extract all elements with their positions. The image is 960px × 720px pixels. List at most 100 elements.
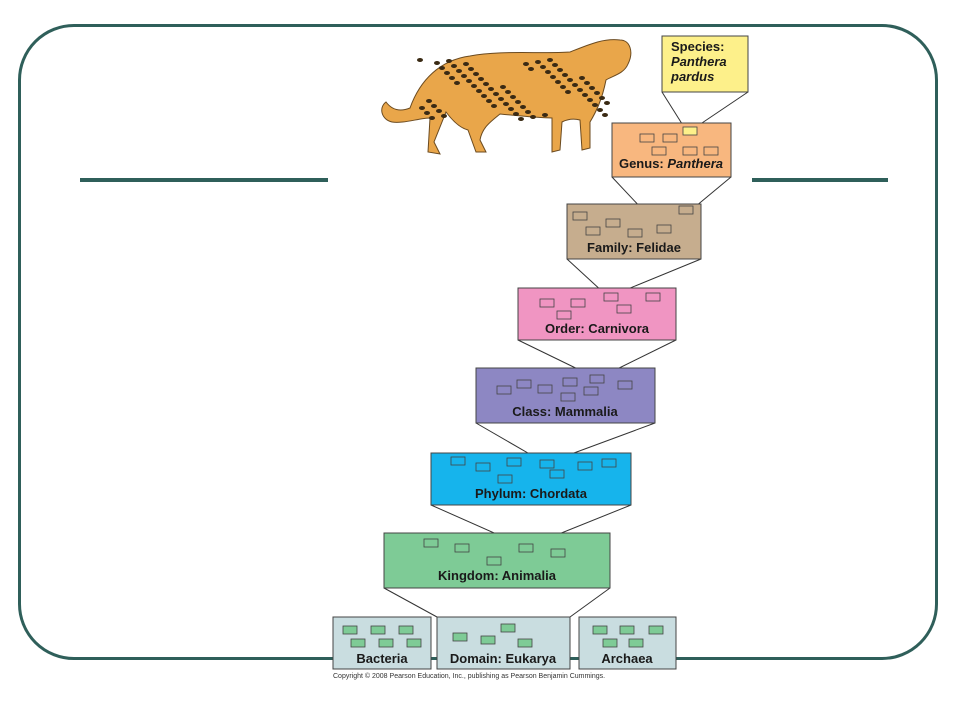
- leopard-spot: [493, 92, 499, 96]
- leopard-spot: [486, 99, 492, 103]
- leopard-spot: [444, 71, 450, 75]
- leopard-spot: [463, 62, 469, 66]
- class-label: Class: Mammalia: [512, 404, 618, 419]
- leopard-spot: [560, 85, 566, 89]
- leopard-spot: [565, 90, 571, 94]
- member-square: [518, 543, 534, 553]
- member-square: [497, 474, 513, 484]
- member-square: [583, 386, 599, 396]
- kingdom-label: Kingdom: Animalia: [438, 568, 557, 583]
- leopard-spot: [468, 67, 474, 71]
- member-square: [682, 126, 698, 136]
- leopard-spot: [488, 87, 494, 91]
- species-name-line2: pardus: [670, 69, 714, 84]
- archaea-label: Archaea: [601, 651, 653, 666]
- member-square: [506, 457, 522, 467]
- member-square: [570, 298, 586, 308]
- leopard-spot: [555, 80, 561, 84]
- member-square: [577, 461, 593, 471]
- member-square: [517, 638, 533, 648]
- member-square: [656, 224, 672, 234]
- left-rule: [80, 178, 328, 182]
- leopard-spot: [436, 109, 442, 113]
- leopard-spot: [471, 84, 477, 88]
- leopard-spot: [426, 99, 432, 103]
- leopard-spot: [599, 96, 605, 100]
- leopard-spot: [530, 115, 536, 119]
- leopard-spot: [446, 59, 452, 63]
- leopard-spot: [597, 108, 603, 112]
- member-square: [342, 625, 358, 635]
- member-square: [550, 548, 566, 558]
- leopard-spot: [481, 94, 487, 98]
- member-square: [450, 456, 466, 466]
- leopard-spot: [424, 111, 430, 115]
- leopard-spot: [520, 105, 526, 109]
- member-square: [662, 133, 678, 143]
- member-square: [423, 538, 439, 548]
- leopard-spot: [508, 107, 514, 111]
- member-square: [406, 638, 422, 648]
- leopard-spot: [439, 66, 445, 70]
- leopard-spot: [584, 81, 590, 85]
- leopard-spot: [466, 79, 472, 83]
- leopard-spot: [552, 63, 558, 67]
- leopard-spot: [582, 93, 588, 97]
- member-square: [454, 543, 470, 553]
- leopard-spot: [491, 104, 497, 108]
- leopard-spot: [483, 82, 489, 86]
- leopard-spot: [505, 90, 511, 94]
- leopard-spot: [587, 98, 593, 102]
- leopard-spot: [476, 89, 482, 93]
- leopard-spot: [523, 62, 529, 66]
- member-square: [619, 625, 635, 635]
- member-square: [350, 638, 366, 648]
- leopard-spot: [434, 61, 440, 65]
- member-square: [452, 632, 468, 642]
- leopard-spot: [547, 58, 553, 62]
- family-label: Family: Felidae: [587, 240, 681, 255]
- genus-prefix: Genus:: [619, 156, 667, 171]
- rank-labels: Species: Panthera pardus Genus: Panthera…: [356, 39, 726, 666]
- leopard-spot: [550, 75, 556, 79]
- leopard-spot: [592, 103, 598, 107]
- leopard-illustration: [381, 39, 632, 155]
- member-square: [592, 625, 608, 635]
- member-square: [516, 379, 532, 389]
- member-square: [645, 292, 661, 302]
- member-square: [556, 310, 572, 320]
- leopard-spot: [579, 76, 585, 80]
- member-square: [378, 638, 394, 648]
- order-label: Order: Carnivora: [545, 321, 650, 336]
- member-square: [475, 462, 491, 472]
- member-square: [500, 623, 516, 633]
- right-rule: [752, 178, 888, 182]
- leopard-spot: [518, 117, 524, 121]
- leopard-spot: [562, 73, 568, 77]
- member-square: [602, 638, 618, 648]
- member-square: [616, 304, 632, 314]
- member-square: [648, 625, 664, 635]
- member-square: [605, 218, 621, 228]
- leopard-spot: [567, 78, 573, 82]
- member-square: [603, 292, 619, 302]
- member-square: [703, 146, 719, 156]
- member-square: [480, 635, 496, 645]
- member-square: [628, 638, 644, 648]
- leopard-spot: [535, 60, 541, 64]
- phylum-label: Phylum: Chordata: [475, 486, 588, 501]
- eukarya-label: Domain: Eukarya: [450, 651, 557, 666]
- member-square: [627, 228, 643, 238]
- member-square: [537, 384, 553, 394]
- leopard-spot: [500, 85, 506, 89]
- member-square: [601, 458, 617, 468]
- leopard-spot: [557, 68, 563, 72]
- leopard-spot: [441, 114, 447, 118]
- member-square: [549, 469, 565, 479]
- member-square: [651, 146, 667, 156]
- member-square: [682, 146, 698, 156]
- leopard-spot: [513, 112, 519, 116]
- member-square: [370, 625, 386, 635]
- leopard-spot: [451, 64, 457, 68]
